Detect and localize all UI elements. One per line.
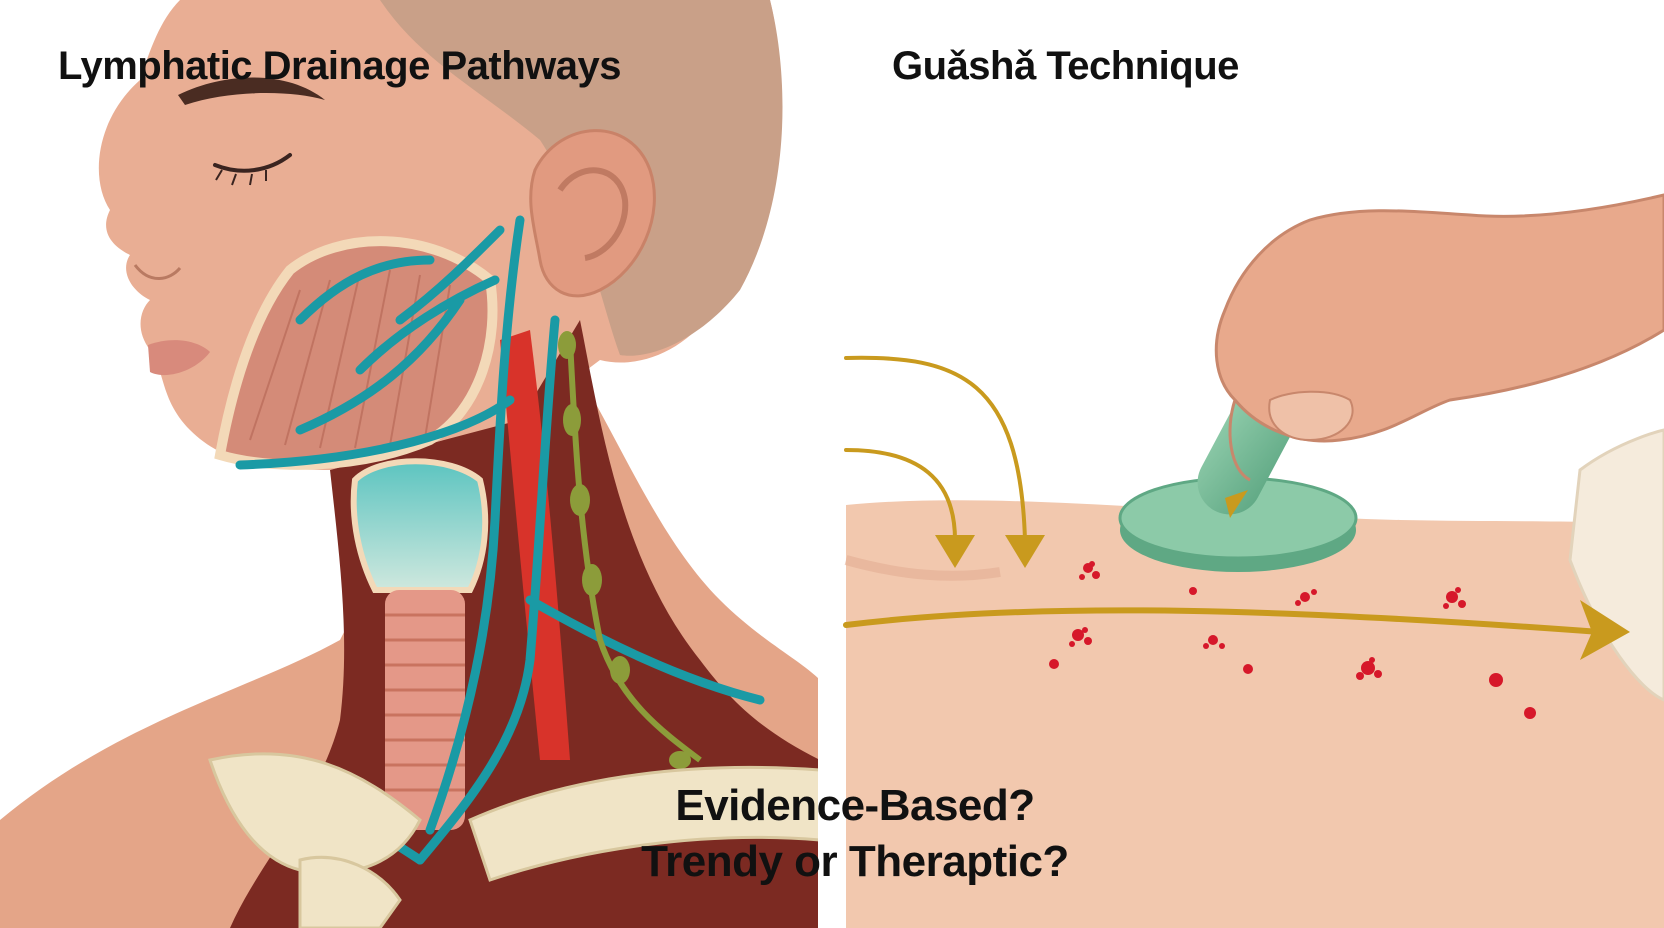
caption-line-2: Trendy or Theraptic? <box>641 837 1069 886</box>
trachea <box>385 590 465 830</box>
direction-arrow-icon <box>843 355 1603 635</box>
eyebrow <box>178 77 325 105</box>
lips <box>148 340 210 376</box>
hand <box>1214 193 1664 443</box>
right-panel-title: Guǎshǎ Technique <box>892 44 1239 88</box>
ear <box>529 129 656 298</box>
closed-eye <box>213 153 292 173</box>
panel-divider <box>818 0 844 928</box>
thyroid-cartilage <box>350 458 489 593</box>
caption-line-1: Evidence-Based? <box>675 781 1035 830</box>
guasha-scene <box>843 193 1664 928</box>
head-anatomy <box>0 0 822 928</box>
caption-question: Evidence-Based? Trendy or Theraptic? <box>0 778 1664 890</box>
clavicle-bones <box>208 752 822 928</box>
back-skin <box>846 500 1664 928</box>
petechiae <box>1049 561 1536 719</box>
lymph-node-chain <box>558 331 702 769</box>
left-panel-title: Lymphatic Drainage Pathways <box>58 44 621 88</box>
